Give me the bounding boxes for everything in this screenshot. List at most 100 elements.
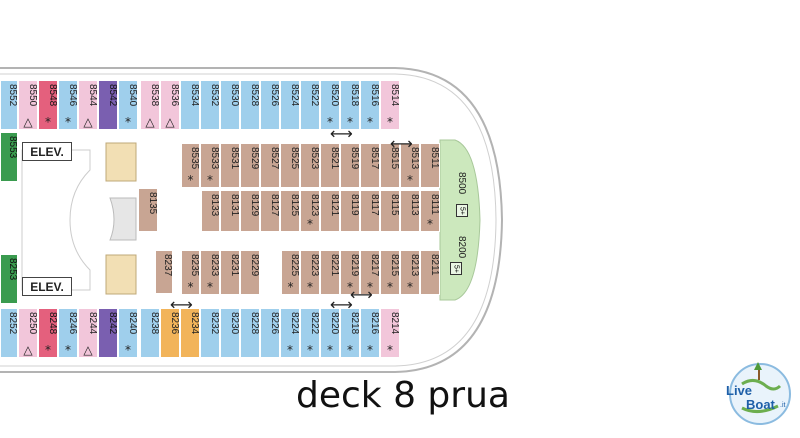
- cabin-8535: 8535*: [181, 143, 200, 188]
- cabin-number: 8225: [289, 254, 300, 277]
- accessible-star-icon: *: [307, 280, 313, 294]
- cabin-8231: 8231: [220, 250, 240, 295]
- cabin-8542: 8542: [98, 80, 118, 130]
- accessible-star-icon: *: [327, 115, 333, 129]
- cabin-number: 8253: [7, 258, 18, 281]
- cabin-8238: 8238: [140, 308, 160, 358]
- accessible-star-icon: *: [307, 343, 313, 357]
- accessible-star-icon: *: [367, 115, 373, 129]
- cabin-8224: 8224*: [280, 308, 300, 358]
- cabin-number: 8523: [309, 147, 320, 170]
- cabin-8117: 8117: [360, 190, 380, 232]
- accessible-star-icon: *: [45, 343, 51, 357]
- cabin-8218: 8218*: [340, 308, 360, 358]
- cabin-8528: 8528: [240, 80, 260, 130]
- cabin-number: 8529: [249, 147, 260, 170]
- cabin-number: 8252: [7, 312, 18, 335]
- cabin-8536: 8536 △: [160, 80, 180, 130]
- accessible-star-icon: *: [65, 343, 71, 357]
- cabin-number: 8231: [229, 254, 240, 277]
- cabin-8517: 8517: [360, 143, 380, 188]
- cabin-8544: 8544△: [78, 80, 98, 130]
- stair-top: [105, 142, 137, 182]
- cabin-number: 8525: [289, 147, 300, 170]
- cabin-8125: 8125: [280, 190, 300, 232]
- cabin-8518: 8518*: [340, 80, 360, 130]
- cabin-8113: 8113: [400, 190, 420, 232]
- cabin-8538: 8538△: [140, 80, 160, 130]
- accessible-star-icon: *: [125, 343, 131, 357]
- cabin-number: 8244: [87, 312, 98, 335]
- cabin-number: 8131: [229, 194, 240, 217]
- cabin-number: 8536: [169, 84, 180, 107]
- cabin-number: 8246: [67, 312, 78, 335]
- cabin-8216: 8216 *: [360, 308, 380, 358]
- triangle-marker-icon: △: [165, 115, 175, 129]
- cabin-number: 8223: [309, 254, 320, 277]
- cabin-number: 8527: [269, 147, 280, 170]
- cabin-8230: 8230: [220, 308, 240, 358]
- cabin-8248: 8248 *: [38, 308, 58, 358]
- cabin-number: 8240: [127, 312, 138, 335]
- accessible-star-icon: *: [347, 115, 353, 129]
- cabin-number: 8236: [169, 312, 180, 335]
- cabin-number: 8515: [389, 147, 400, 170]
- cabin-number: 8524: [289, 84, 300, 107]
- cabin-8524: 8524: [280, 80, 300, 130]
- accessible-star-icon: *: [347, 280, 353, 294]
- suite-label-8200: 8200: [456, 236, 467, 259]
- cabin-number: 8552: [7, 84, 18, 107]
- globe-icon: [729, 362, 791, 425]
- accessible-star-icon: *: [65, 115, 71, 129]
- cabin-8513: 8513*: [400, 143, 420, 188]
- cabin-number: 8548: [47, 84, 58, 107]
- cabin-number: 8133: [209, 194, 220, 217]
- cabin-number: 8216: [369, 312, 380, 335]
- triangle-marker-icon: △: [83, 343, 93, 357]
- cabin-number: 8119: [349, 194, 360, 216]
- cabin-number: 8530: [229, 84, 240, 107]
- cabin-8233: 8233*: [200, 250, 220, 295]
- cabin-8221: 8221: [320, 250, 340, 295]
- cabin-8523: 8523: [300, 143, 320, 188]
- triangle-marker-icon: △: [23, 343, 33, 357]
- cabin-number: 8513: [409, 147, 420, 170]
- triangle-marker-icon: △: [145, 115, 155, 129]
- cabin-8211: 8211: [420, 250, 440, 295]
- cabin-8226: 8226: [260, 308, 280, 358]
- accessible-star-icon: *: [125, 115, 131, 129]
- cabin-8242: 8242: [98, 308, 118, 358]
- cabin-8222: 8222*: [300, 308, 320, 358]
- connecting-door-icon: ⟷: [330, 124, 353, 143]
- cabin-8534: 8534: [180, 80, 200, 130]
- liveboat-logo: Live Boat .it: [718, 356, 798, 432]
- cabin-8237: 8237: [155, 250, 173, 294]
- triangle-marker-icon: △: [23, 115, 33, 129]
- cabin-8121: 8121: [320, 190, 340, 232]
- cabin-number: 8248: [47, 312, 58, 335]
- triangle-marker-icon: △: [83, 115, 93, 129]
- cabin-number: 8228: [249, 312, 260, 335]
- cabin-number: 8237: [162, 254, 173, 277]
- elevator-label-top: ELEV.: [22, 142, 72, 161]
- accessible-star-icon: *: [367, 343, 373, 357]
- cabin-number: 8531: [229, 147, 240, 170]
- cabin-8235: 8235*: [181, 250, 200, 295]
- cabin-number: 8213: [409, 254, 420, 277]
- cabin-8529: 8529: [240, 143, 260, 188]
- cabin-number: 8514: [389, 84, 400, 107]
- cabin-8519: 8519: [340, 143, 360, 188]
- elevator-label-bottom: ELEV.: [22, 277, 72, 296]
- cabin-number: 8522: [309, 84, 320, 107]
- accessible-star-icon: *: [287, 280, 294, 294]
- cabin-number: 8553: [7, 136, 18, 159]
- cabin-8111: 8111*: [420, 190, 440, 232]
- accessible-star-icon: *: [287, 343, 293, 357]
- cabin-8552: 8552: [0, 80, 18, 130]
- logo-text-boat: Boat: [746, 397, 775, 412]
- cabin-8521: 8521: [320, 143, 340, 188]
- deck-caption: deck 8 prua: [296, 375, 510, 416]
- hull-inner-edge: [0, 73, 497, 367]
- cabin-number: 8135: [147, 192, 158, 215]
- cabin-number: 8242: [107, 312, 118, 335]
